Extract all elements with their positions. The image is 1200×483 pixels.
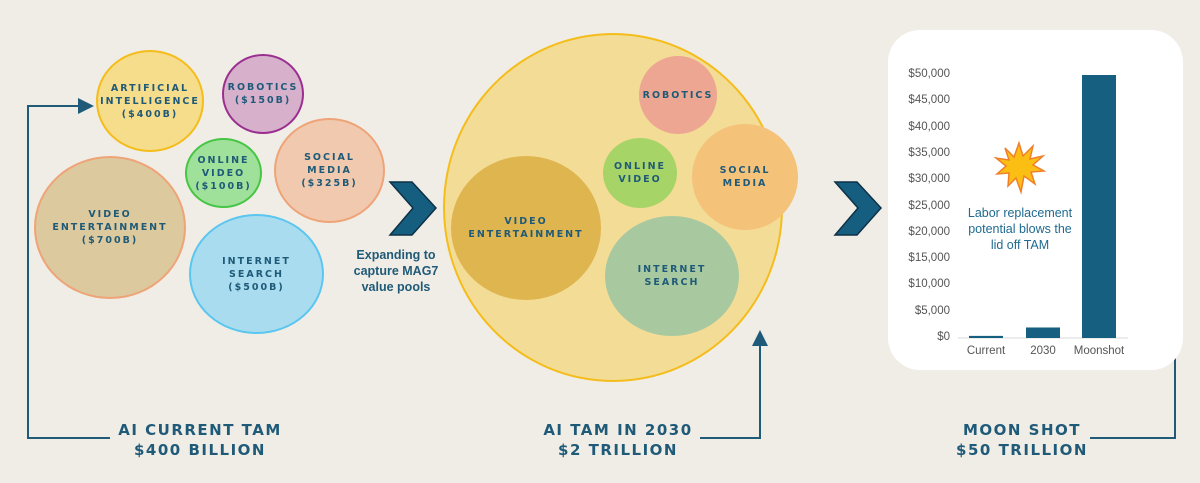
bubble-2030-internet-search: INTERNET SEARCH <box>605 216 739 336</box>
chevron-right-icon <box>833 181 883 236</box>
x-tick-label: Moonshot <box>1073 345 1125 357</box>
caption-title: AI TAM IN 2030 <box>543 421 693 439</box>
chart-annotation: Labor replacement potential blows the li… <box>967 206 1073 252</box>
tam-2030-caption: AI TAM IN 2030 $2 TRILLION <box>508 420 728 460</box>
y-tick-label: $35,000 <box>908 146 950 159</box>
bubble-robotics: ROBOTICS ($150B) <box>222 54 304 134</box>
bar-current <box>969 335 1003 338</box>
caption-value: $400 BILLION <box>134 441 266 459</box>
y-tick-label: $45,000 <box>908 94 950 107</box>
y-tick-label: $0 <box>937 331 950 343</box>
bubble-2030-online-video: ONLINE VIDEO <box>603 138 677 208</box>
y-tick-label: $20,000 <box>908 225 950 238</box>
bar-moonshot <box>1082 75 1116 338</box>
x-tick-label: 2030 <box>1030 345 1056 357</box>
caption-title: AI CURRENT TAM <box>118 421 282 439</box>
current-tam-caption: AI CURRENT TAM $400 BILLION <box>90 420 310 460</box>
moonshot-chart-panel <box>888 30 1183 370</box>
y-tick-label: $50,000 <box>908 68 950 80</box>
y-tick-label: $25,000 <box>908 199 950 212</box>
bubble-2030-social-media: SOCIAL MEDIA <box>692 124 798 230</box>
bubble-social-media: SOCIAL MEDIA ($325B) <box>274 118 385 223</box>
chevron-right-icon <box>388 181 438 236</box>
y-tick-label: $15,000 <box>908 252 950 265</box>
bubble-internet-search: INTERNET SEARCH ($500B) <box>189 214 324 334</box>
bubble-2030-video-entertainment: VIDEO ENTERTAINMENT <box>451 156 601 300</box>
bubble-video-entertainment: VIDEO ENTERTAINMENT ($700B) <box>34 156 186 299</box>
bubble-ai: ARTIFICIAL INTELLIGENCE ($400B) <box>96 50 204 152</box>
x-tick-label: Current <box>966 345 1006 357</box>
bar-2030 <box>1026 327 1060 338</box>
caption-title: MOON SHOT <box>962 421 1082 439</box>
starburst-icon <box>993 140 1047 195</box>
bubble-2030-robotics: ROBOTICS <box>639 56 717 134</box>
transition-note: Expanding to capture MAG7 value pools <box>353 248 439 294</box>
y-tick-label: $30,000 <box>908 173 950 186</box>
moonshot-caption: MOON SHOT $50 TRILLION <box>912 420 1132 460</box>
bubble-online-video: ONLINE VIDEO ($100B) <box>185 138 262 208</box>
y-tick-label: $5,000 <box>914 304 950 317</box>
caption-value: $50 TRILLION <box>956 441 1088 459</box>
y-tick-label: $40,000 <box>908 120 950 133</box>
caption-value: $2 TRILLION <box>558 441 678 459</box>
y-tick-label: $10,000 <box>908 278 950 291</box>
